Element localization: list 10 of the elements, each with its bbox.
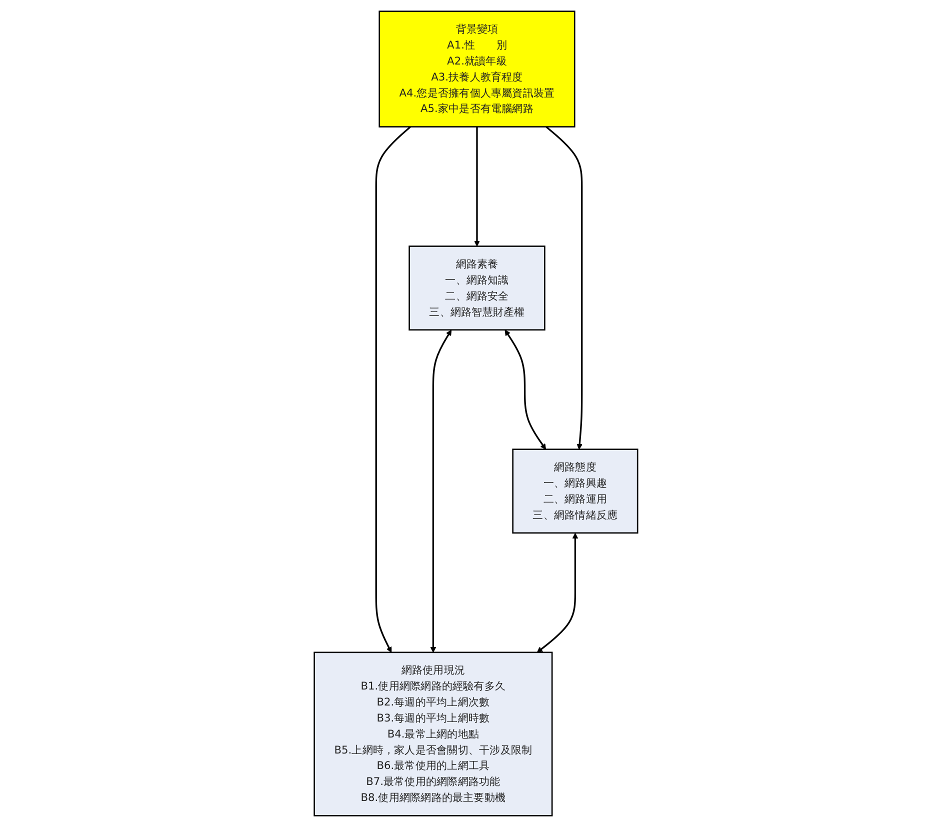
node-box: 網路態度 一、網路興趣 二、網路運用 三、網路情緒反應 xyxy=(512,448,638,534)
arrow xyxy=(504,330,546,450)
node-box: 背景變項 A1.性 別 A2.就讀年級 A3.扶養人教育程度 A4.您是否擁有個人專屬資訊裝置 A5.家中是否有電腦網路 xyxy=(378,10,576,128)
node-box: 網路使用現況 B1.使用網際網路的經驗有多久 B2.每週的平均上網次數 B3.每週的平均上網時數 B4.最常上網的地點 B5.上網時，家人是否會關切、干涉及限制 B6.最常使用的上網工具 B7.最常使用的網際網路功能 B8.使用網際網路的最主要動機 xyxy=(314,652,553,816)
arrow xyxy=(375,126,412,653)
arrow xyxy=(430,330,452,653)
node-box: 網路素養 一、網路知識 二、網路安全 三、網路智慧財產權 xyxy=(408,246,546,331)
arrow xyxy=(536,532,578,653)
arrow xyxy=(546,126,583,450)
arrow xyxy=(474,126,480,247)
